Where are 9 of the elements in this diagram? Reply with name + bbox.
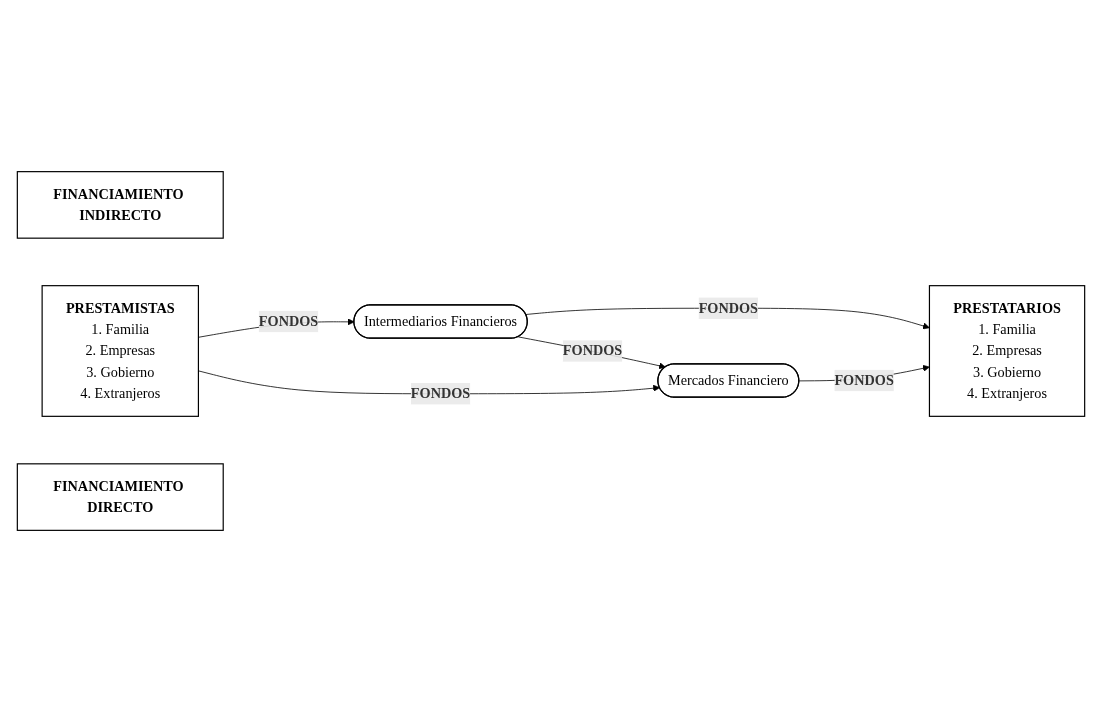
edge-label: FONDOS <box>562 342 623 359</box>
edge-label: FONDOS <box>410 385 471 402</box>
node-box: FINANCIAMIENTO DIRECTO <box>16 463 224 531</box>
edge-label: FONDOS <box>834 372 894 389</box>
node-box: PRESTAMISTAS 1. Familia 2. Empresas 3. Gobierno 4. Extranjeros <box>41 285 199 417</box>
edge-label: FONDOS <box>258 313 319 330</box>
node-box: FINANCIAMIENTO INDIRECTO <box>16 171 224 239</box>
edge-label: FONDOS <box>698 299 759 316</box>
node-box: PRESTATARIOS 1. Familia 2. Empresas 3. Gobierno 4. Extranjeros <box>928 285 1086 417</box>
